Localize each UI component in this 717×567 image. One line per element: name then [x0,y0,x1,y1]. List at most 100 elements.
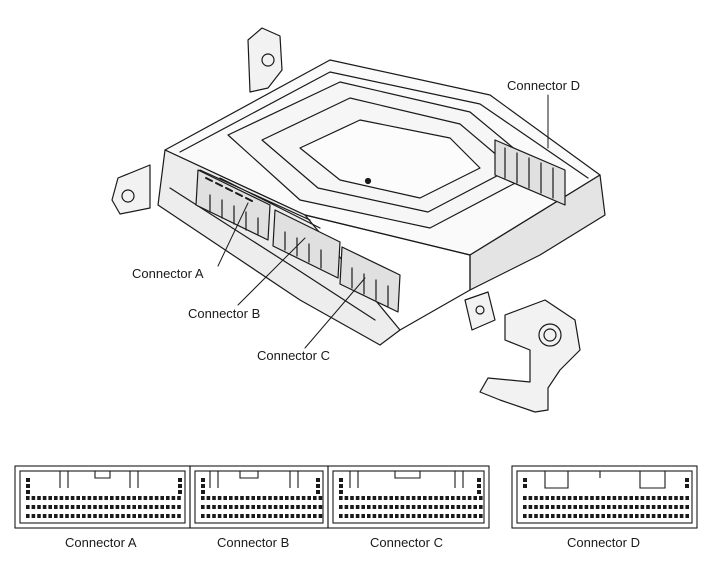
pin [132,514,136,518]
pin [456,496,461,500]
pin [400,496,405,500]
pin [143,514,148,518]
pin [640,496,645,500]
pin [445,514,449,518]
pin [115,496,120,500]
pin [313,505,317,509]
pin [573,505,577,509]
pin [635,496,639,500]
pin [473,496,477,500]
pin [685,505,689,509]
pinout-frame-d [511,465,698,529]
pin [439,514,444,518]
pin [556,496,561,500]
pin [618,505,622,509]
pin [115,505,120,509]
left-mounting-bracket [111,164,151,215]
pin [82,514,86,518]
pin [316,490,320,494]
pin [171,496,176,500]
pin [273,514,278,518]
pin [177,514,181,518]
pin [212,496,216,500]
pin [48,514,52,518]
pin [663,514,667,518]
callout-connector-b: Connector B [188,306,260,321]
pin [551,496,555,500]
pin [411,514,416,518]
pin [318,514,323,518]
pin [160,505,164,509]
pin [229,514,233,518]
pin [657,505,661,509]
pin [383,496,388,500]
pin [367,496,371,500]
pin [115,514,120,518]
pin [406,505,410,509]
pin [545,496,549,500]
pin [579,514,583,518]
pin [166,505,170,509]
pin [423,496,427,500]
pin [171,505,176,509]
pin [584,496,589,500]
pin [201,478,205,482]
pin [240,496,244,500]
pin [121,514,125,518]
pin [539,505,544,509]
pin [679,514,684,518]
pin [110,496,114,500]
pin [307,505,311,509]
pin [674,496,678,500]
pin [70,496,75,500]
pin [126,514,131,518]
ecu-connector-slots [195,139,566,313]
pin [534,505,538,509]
pin [177,496,181,500]
pin [171,514,176,518]
pin [262,496,267,500]
pin [206,505,211,509]
pin [59,496,64,500]
pin [268,514,272,518]
pin [154,496,159,500]
pin [296,505,300,509]
pin [87,496,92,500]
pin [268,496,272,500]
pin [629,505,633,509]
pin [562,505,566,509]
slot-connector-b [272,209,341,279]
callout-connector-a: Connector A [132,266,204,281]
pin-grid [26,478,689,518]
pin [640,514,645,518]
pin [657,496,661,500]
pin [523,484,527,488]
slot-connector-a [195,169,271,241]
pin [417,514,421,518]
pin [313,496,317,500]
pin [65,505,69,509]
pin [400,514,405,518]
pin [104,514,108,518]
pin [618,496,622,500]
pin [273,505,278,509]
pin [245,505,250,509]
pin [223,496,227,500]
pin [395,514,399,518]
pin [528,505,533,509]
pin [262,505,267,509]
pin [355,496,360,500]
pin [132,505,136,509]
pin [406,496,410,500]
pin [262,514,267,518]
pin [350,496,354,500]
pin [301,496,306,500]
pin [556,514,561,518]
pin [573,496,577,500]
pin [467,514,472,518]
pin [245,496,250,500]
pin [301,505,306,509]
pin [451,514,455,518]
top-left-bracket [247,27,283,93]
pin [257,505,261,509]
